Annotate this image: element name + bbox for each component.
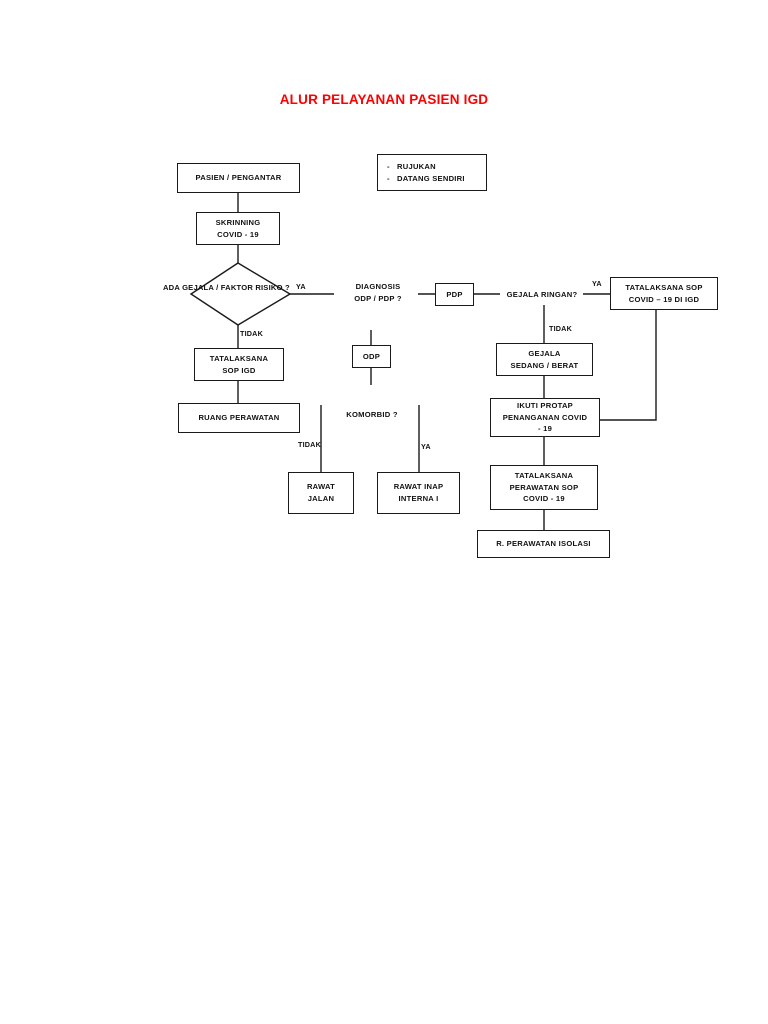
node-label-line1: RAWAT <box>306 482 336 492</box>
node-label-line1: RAWAT INAP <box>393 482 444 492</box>
node-label: ODP <box>362 351 381 361</box>
node-pdp[interactable]: PDP <box>435 283 474 306</box>
node-gejala-ringan: GEJALA RINGAN? <box>506 290 578 299</box>
node-label-line1: TATALAKSANA SOP <box>625 282 703 292</box>
node-komorbid: KOMORBID ? <box>346 410 398 419</box>
node-label-line1: DIAGNOSIS <box>355 282 401 291</box>
list-item-label: DATANG SENDIRI <box>397 173 465 183</box>
node-label-line3: COVID - 19 <box>523 494 565 504</box>
node-sumber-pasien-list[interactable]: -RUJUKAN -DATANG SENDIRI <box>377 154 487 191</box>
edge-label-ya-komorbid: YA <box>421 442 431 451</box>
edge-label-ya-gejala: YA <box>296 282 306 291</box>
decision-label-ada-gejala: ADA GEJALA / FAKTOR RISIKO ? <box>163 283 290 292</box>
node-label: R. PERAWATAN ISOLASI <box>496 539 591 549</box>
node-rawat-jalan[interactable]: RAWAT JALAN <box>288 472 354 514</box>
node-tatalaksana-sop-covid-igd[interactable]: TATALAKSANA SOP COVID – 19 DI IGD <box>610 277 718 310</box>
node-label-line2: ODP / PDP ? <box>354 293 402 303</box>
node-tatalaksana-sop-igd[interactable]: TATALAKSANA SOP IGD <box>194 348 284 381</box>
node-label-line2: COVID – 19 DI IGD <box>628 294 700 304</box>
node-label-line2: PERAWATAN SOP <box>509 482 579 492</box>
node-label-line2: PENANGANAN COVID <box>502 412 588 422</box>
node-label-line3: - 19 <box>537 424 553 434</box>
node-ikuti-protap[interactable]: IKUTI PROTAP PENANGANAN COVID - 19 <box>490 398 600 437</box>
node-pasien-pengantar[interactable]: PASIEN / PENGANTAR <box>177 163 300 193</box>
bullet-dash: - <box>387 161 390 171</box>
node-label-line2: INTERNA I <box>398 494 439 503</box>
node-diagnosis-odp-pdp: DIAGNOSIS ODP / PDP ? <box>337 281 419 305</box>
node-label-line1: TATALAKSANA <box>514 470 574 480</box>
node-label: PASIEN / PENGANTAR <box>195 173 282 183</box>
page-title: ALUR PELAYANAN PASIEN IGD <box>279 92 489 107</box>
decision-diamond-ada-gejala <box>189 262 292 326</box>
bullet-dash: - <box>387 173 390 183</box>
node-rawat-inap-interna[interactable]: RAWAT INAP INTERNA I <box>377 472 460 514</box>
node-label-line2: SOP IGD <box>222 365 256 375</box>
edge-label-tidak-ringan: TIDAK <box>549 324 572 333</box>
list-item-label: RUJUKAN <box>397 161 436 171</box>
node-label-line2: COVID - 19 <box>217 229 259 239</box>
edge-label-ya-ringan: YA <box>592 279 602 288</box>
node-odp[interactable]: ODP <box>352 345 391 368</box>
node-label-line1: TATALAKSANA <box>209 353 269 363</box>
node-label-line2: JALAN <box>307 494 335 503</box>
list-item: -RUJUKAN <box>387 161 436 173</box>
node-ruang-perawatan[interactable]: RUANG PERAWATAN <box>178 403 300 433</box>
list-item: -DATANG SENDIRI <box>387 173 465 185</box>
node-skrining-covid[interactable]: SKRINNING COVID - 19 <box>196 212 280 245</box>
edge-label-tidak-komorbid: TIDAK <box>298 440 321 449</box>
node-label-line1: IKUTI PROTAP <box>516 400 573 410</box>
node-r-perawatan-isolasi[interactable]: R. PERAWATAN ISOLASI <box>477 530 610 558</box>
edge-sop-covid-igd-to-protap <box>600 310 657 421</box>
node-label: RUANG PERAWATAN <box>198 413 280 423</box>
edge-label-tidak-gejala: TIDAK <box>240 329 263 338</box>
node-tatalaksana-perawatan-sop[interactable]: TATALAKSANA PERAWATAN SOP COVID - 19 <box>490 465 598 510</box>
node-gejala-sedang-berat[interactable]: GEJALA SEDANG / BERAT <box>496 343 593 376</box>
node-label-line1: SKRINNING <box>215 217 261 227</box>
node-label-line1: GEJALA <box>528 348 561 358</box>
node-label-line2: SEDANG / BERAT <box>510 360 579 370</box>
node-label: PDP <box>446 289 463 299</box>
